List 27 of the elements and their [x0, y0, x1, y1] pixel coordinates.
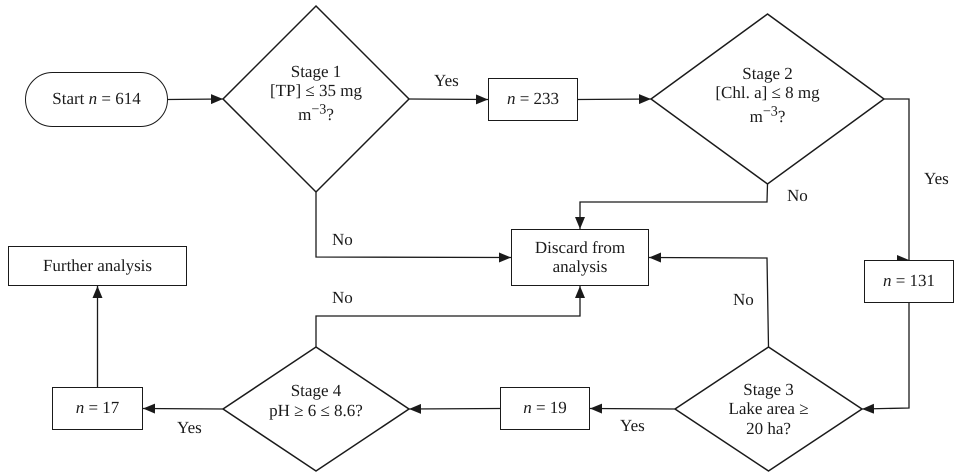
process-box: n = 19 [500, 387, 590, 430]
stage-heading: Stage 3 [743, 380, 794, 400]
process-box: Discard from analysis [511, 229, 649, 286]
process-box: n = 131 [864, 260, 954, 303]
arrow [649, 252, 770, 348]
process-box: n = 233 [488, 78, 578, 121]
arrow [315, 192, 511, 262]
arrow [409, 404, 500, 414]
decision-question: [Chl. a] ≤ 8 mg m$^{−3}$? [714, 83, 821, 126]
arrow [575, 184, 768, 229]
start-terminal: Start n = 614 [25, 72, 168, 127]
decision-question: pH ≥ 6 ≤ 8.6? [269, 401, 363, 421]
arrow [590, 404, 675, 414]
stage-heading: Stage 2 [742, 64, 793, 84]
arrow [862, 302, 910, 414]
arrow [143, 404, 223, 414]
decision-question: Lake area ≥ 20 ha? [727, 399, 810, 438]
process-box: Further analysis [8, 246, 187, 286]
stage-heading: Stage 1 [290, 62, 342, 82]
process-box: n = 17 [52, 387, 143, 430]
arrow [409, 94, 488, 104]
arrow [578, 94, 651, 104]
stage-heading: Stage 4 [290, 381, 342, 401]
arrow [168, 94, 223, 104]
arrow [315, 286, 585, 347]
decision-question: [TP] ≤ 35 mg m$^{−3}$? [269, 81, 363, 124]
arrow [92, 286, 102, 387]
